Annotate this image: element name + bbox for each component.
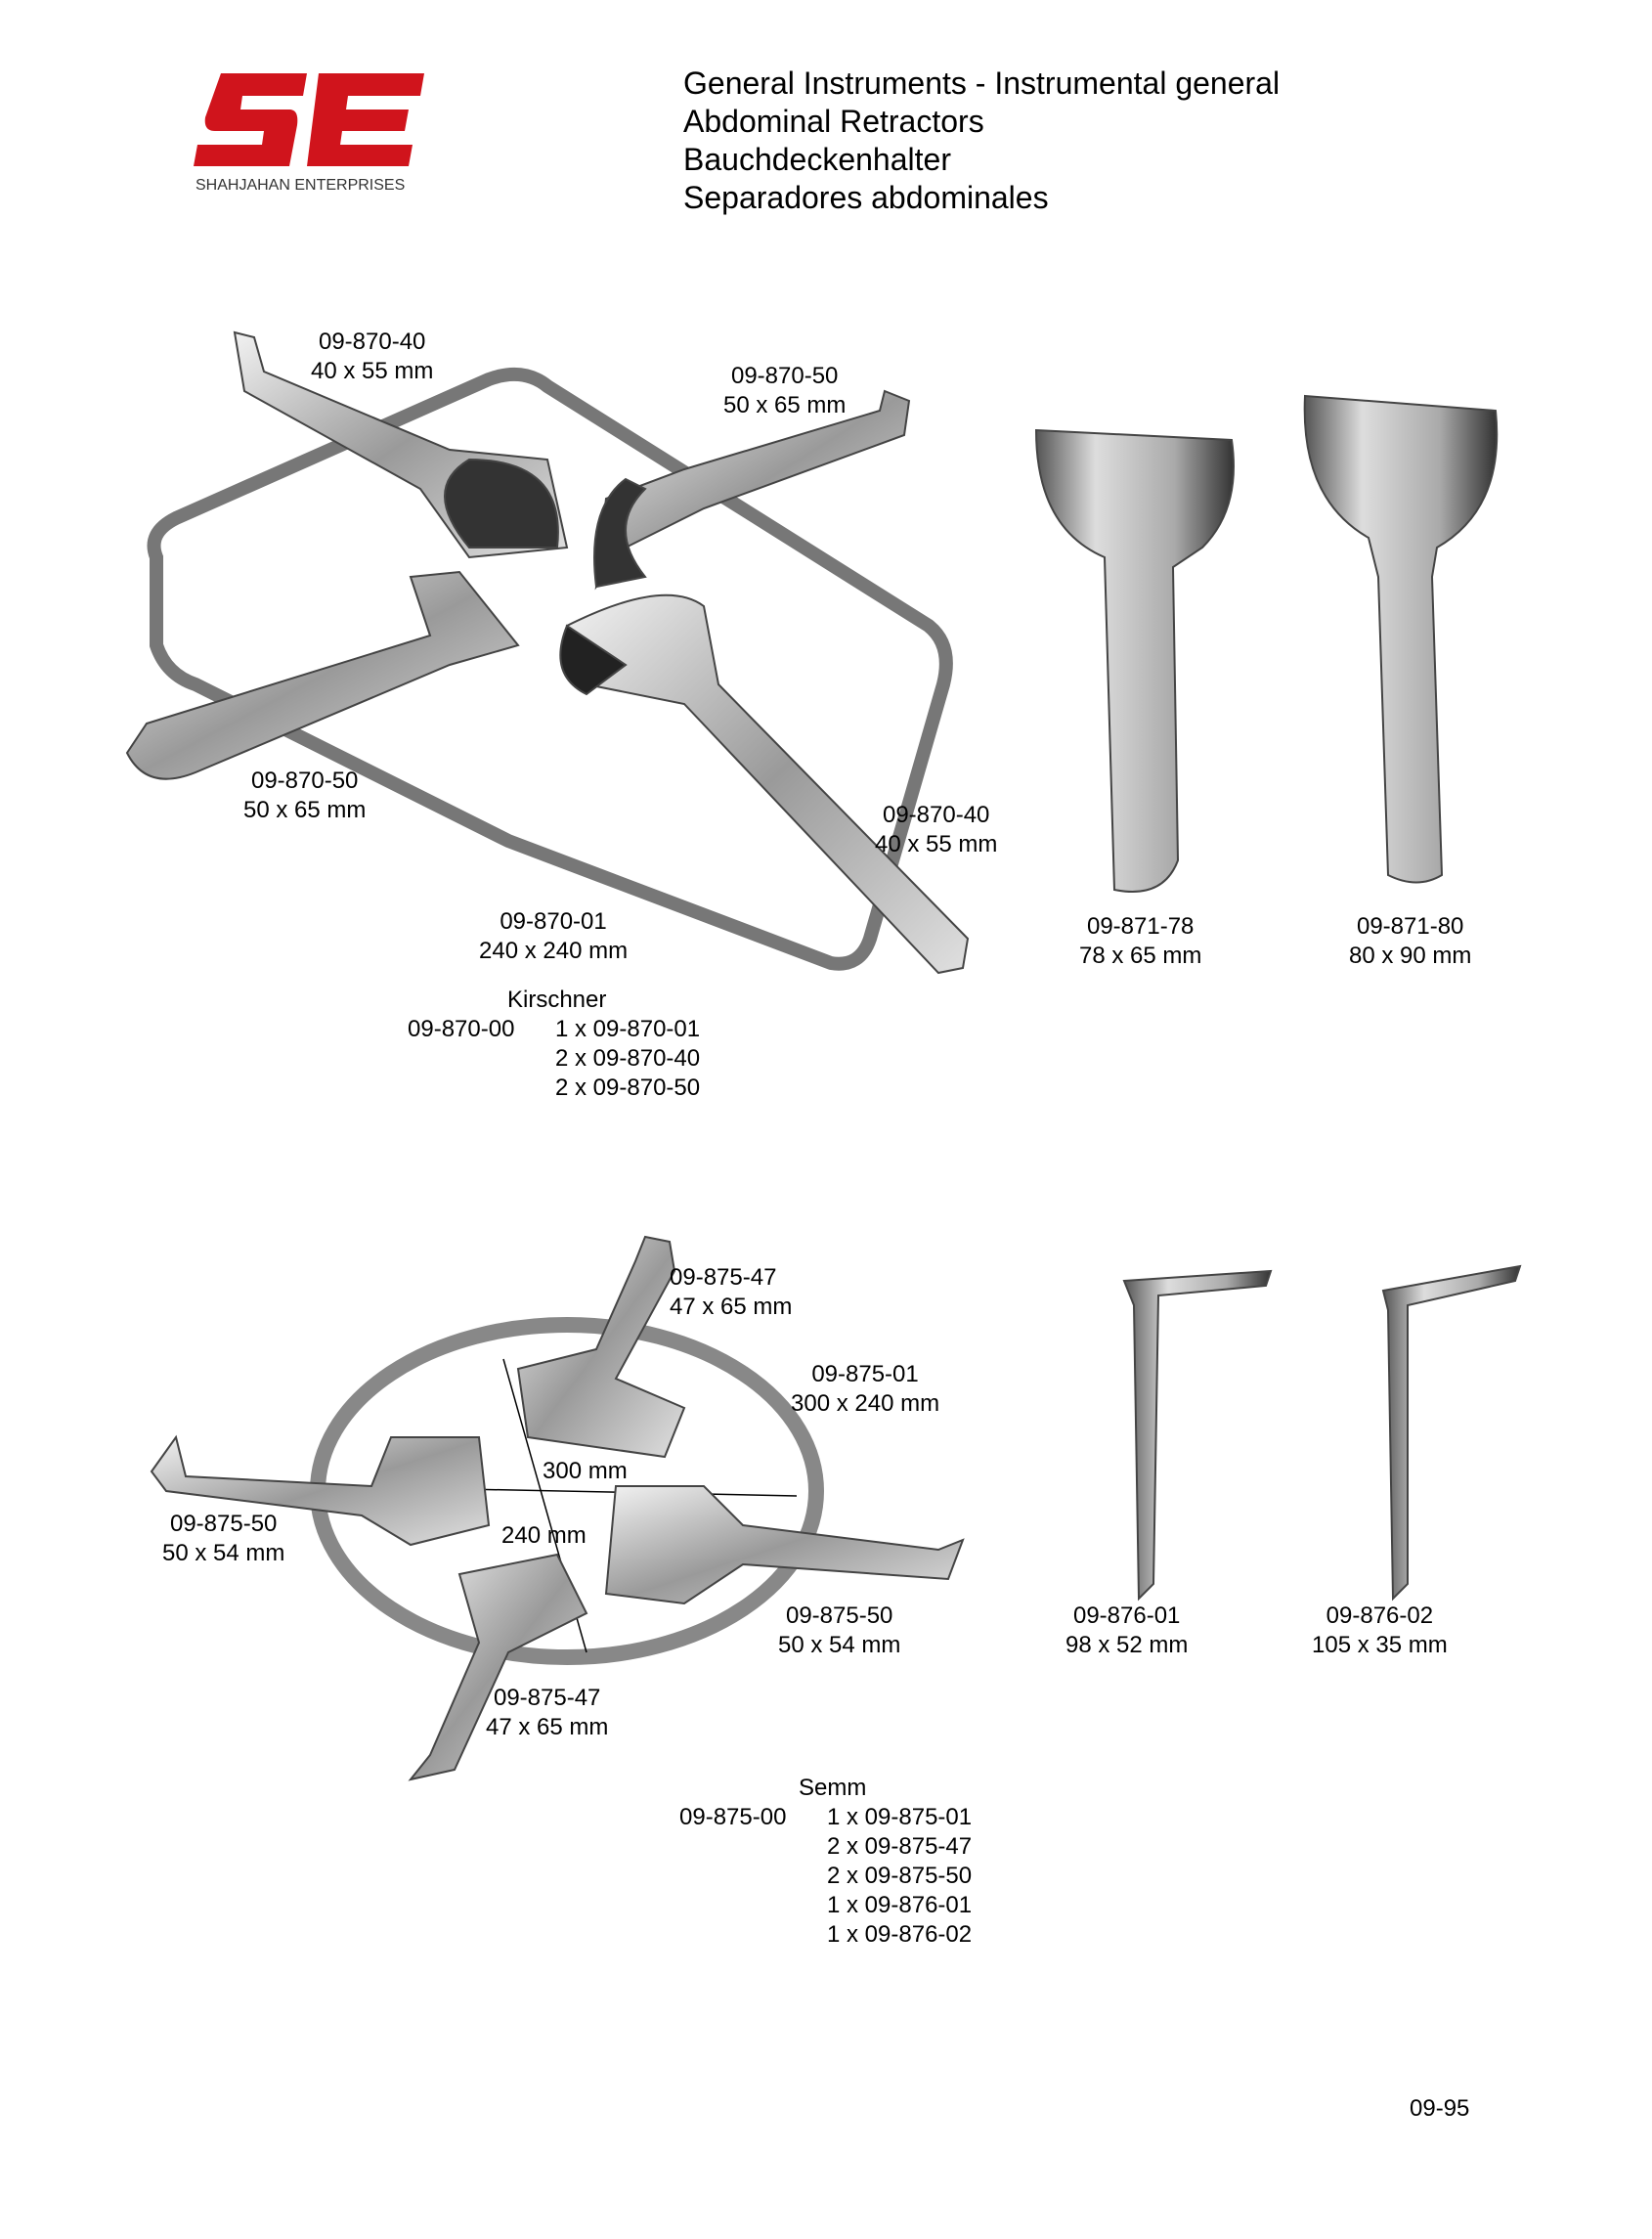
- blade-09-871-78: [1034, 428, 1235, 893]
- kirschner-blade-top-left: [233, 330, 569, 559]
- item-size: 40 x 55 mm: [875, 831, 998, 857]
- label-09-875-50-left: 09-875-50 50 x 54 mm: [162, 1510, 284, 1568]
- label-09-875-47-top: 09-875-47 47 x 65 mm: [670, 1263, 792, 1322]
- label-09-870-50-top: 09-870-50 50 x 65 mm: [723, 362, 846, 420]
- item-size: 50 x 65 mm: [243, 797, 367, 823]
- set-item: 2 x 09-875-50: [827, 1863, 973, 1889]
- label-09-870-40-bottom: 09-870-40 40 x 55 mm: [875, 801, 997, 859]
- item-code: 09-875-01: [811, 1361, 919, 1387]
- item-size: 300 x 240 mm: [791, 1390, 940, 1417]
- set-item: 1 x 09-875-01: [827, 1804, 973, 1830]
- semm-blade-top: [516, 1235, 686, 1459]
- set-item: 1 x 09-876-02: [827, 1921, 973, 1948]
- item-code: 09-870-50: [730, 363, 839, 389]
- set-item: 1 x 09-870-01: [555, 1016, 701, 1042]
- item-size: 50 x 54 mm: [778, 1632, 901, 1658]
- item-code: 09-871-78: [1086, 913, 1195, 940]
- item-code: 09-870-40: [318, 329, 426, 355]
- kirschner-blade-top-right: [593, 389, 911, 591]
- item-code: 09-875-47: [493, 1685, 601, 1711]
- item-size: 80 x 90 mm: [1349, 943, 1472, 969]
- set-item: 2 x 09-875-47: [827, 1833, 973, 1860]
- item-code: 09-870-50: [250, 768, 359, 794]
- label-09-875-50-right: 09-875-50 50 x 54 mm: [778, 1602, 900, 1660]
- kirschner-blade-bottom-left: [125, 570, 520, 780]
- item-code: 09-876-02: [1326, 1602, 1434, 1629]
- blade-09-876-02: [1381, 1264, 1522, 1602]
- label-09-870-40-top: 09-870-40 40 x 55 mm: [311, 328, 433, 386]
- label-09-875-47-bottom: 09-875-47 47 x 65 mm: [486, 1684, 608, 1742]
- label-09-875-01: 09-875-01 300 x 240 mm: [791, 1360, 939, 1419]
- label-09-876-01: 09-876-01 98 x 52 mm: [1065, 1602, 1188, 1660]
- page-number: 09-95: [1410, 2095, 1470, 2122]
- item-size: 105 x 35 mm: [1312, 1632, 1448, 1658]
- header-line: Bauchdeckenhalter: [683, 142, 951, 177]
- blade-09-876-01: [1122, 1269, 1273, 1602]
- item-code: 09-875-50: [785, 1602, 893, 1629]
- dimension-width-label: 300 mm: [543, 1458, 628, 1484]
- item-size: 78 x 65 mm: [1079, 943, 1202, 969]
- header-line: General Instruments - Instrumental gener…: [683, 66, 1281, 101]
- set-code: 09-870-00: [408, 1016, 515, 1042]
- item-code: 09-875-50: [169, 1511, 278, 1537]
- item-code: 09-871-80: [1356, 913, 1464, 940]
- item-size: 50 x 65 mm: [723, 392, 847, 418]
- header-line: Abdominal Retractors: [683, 104, 984, 139]
- label-09-871-78: 09-871-78 78 x 65 mm: [1079, 912, 1201, 971]
- kirschner-set: Kirschner 09-870-00 1 x 09-870-01 2 x 09-…: [408, 986, 700, 1103]
- kirschner-frame: [147, 367, 953, 971]
- dimension-height-label: 240 mm: [501, 1522, 587, 1549]
- item-code: 09-870-01: [500, 908, 607, 935]
- set-item: 2 x 09-870-50: [555, 1075, 701, 1101]
- item-size: 47 x 65 mm: [670, 1294, 793, 1320]
- item-size: 50 x 54 mm: [162, 1540, 285, 1566]
- header-line: Separadores abdominales: [683, 180, 1049, 215]
- semm-blade-left: [150, 1434, 491, 1547]
- label-09-870-01: 09-870-01 240 x 240 mm: [479, 907, 628, 966]
- semm-blade-right: [604, 1485, 965, 1605]
- label-09-876-02: 09-876-02 105 x 35 mm: [1312, 1602, 1448, 1660]
- item-size: 47 x 65 mm: [486, 1714, 609, 1740]
- kirschner-blade-bottom-right: [559, 593, 970, 975]
- label-09-871-80: 09-871-80 80 x 90 mm: [1349, 912, 1471, 971]
- page-header: General Instruments - Instrumental gener…: [683, 65, 1280, 217]
- item-size: 98 x 52 mm: [1065, 1632, 1189, 1658]
- item-code: 09-876-01: [1072, 1602, 1181, 1629]
- semm-blade-bottom: [408, 1553, 588, 1781]
- label-09-870-50-bottom: 09-870-50 50 x 65 mm: [243, 767, 366, 825]
- set-code: 09-875-00: [679, 1804, 787, 1830]
- set-item: 1 x 09-876-01: [827, 1892, 973, 1918]
- set-name: Kirschner: [507, 987, 607, 1013]
- semm-set: Semm 09-875-00 1 x 09-875-01 2 x 09-875-4…: [679, 1774, 972, 1950]
- set-name: Semm: [799, 1775, 867, 1801]
- item-code: 09-875-47: [670, 1264, 777, 1291]
- item-size: 240 x 240 mm: [479, 938, 629, 964]
- item-size: 40 x 55 mm: [311, 358, 434, 384]
- set-item: 2 x 09-870-40: [555, 1045, 701, 1072]
- shahjahan-logo: [194, 73, 424, 166]
- logo-company-name: SHAHJAHAN ENTERPRISES: [196, 177, 406, 194]
- blade-09-871-80: [1303, 394, 1499, 884]
- item-code: 09-870-40: [882, 802, 990, 828]
